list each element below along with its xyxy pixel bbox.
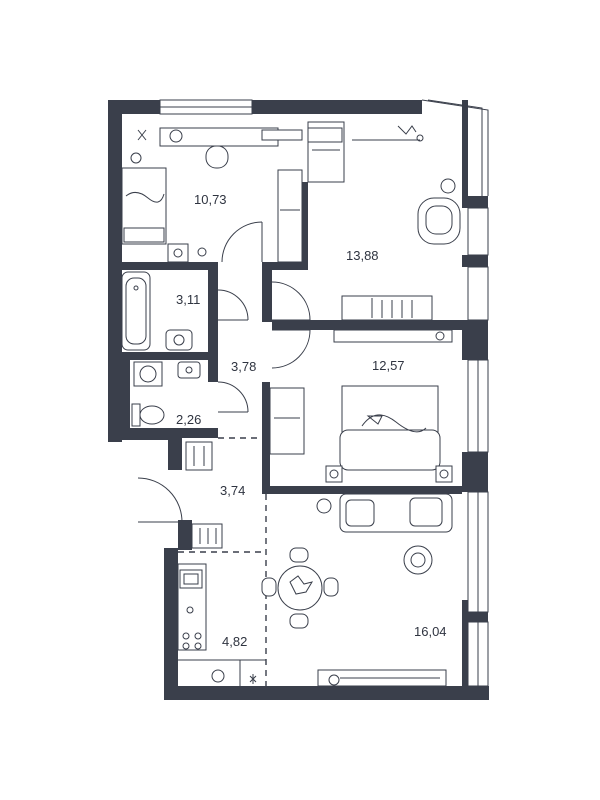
shelf: [333, 329, 453, 343]
area-hall: 3,74: [220, 483, 245, 498]
doors: [137, 221, 311, 523]
area-living-room: 16,04: [414, 624, 447, 639]
interior-walls: [120, 182, 468, 494]
hall-furniture: [185, 387, 305, 549]
toilet-bowl: [139, 405, 165, 425]
area-bedroom-middle: 12,57: [372, 358, 405, 373]
sink: [165, 329, 193, 351]
area-labels: 10,73 13,88 3,11 3,78 12,57 2,26 3,74 4,…: [176, 192, 447, 649]
large-bedroom-furniture: [307, 121, 461, 321]
toilet-fixtures: [131, 361, 201, 427]
area-bedroom-small: 10,73: [194, 192, 227, 207]
nightstand: [435, 465, 453, 483]
plant: [403, 545, 433, 575]
area-corridor: 3,78: [231, 359, 256, 374]
wardrobe: [277, 169, 303, 263]
chair: [323, 577, 339, 597]
hall-cabinet: [191, 523, 223, 549]
zone-boundaries: [178, 437, 267, 686]
shoe-cabinet: [185, 441, 213, 471]
chair: [205, 145, 229, 169]
dining-table: [277, 565, 323, 611]
chair: [289, 613, 309, 629]
nightstand: [325, 465, 343, 483]
area-toilet: 2,26: [176, 412, 201, 427]
small-bedroom-furniture: [121, 127, 303, 263]
dresser: [341, 295, 433, 321]
area-kitchen: 4,82: [222, 634, 247, 649]
kitchen-furniture: [177, 563, 266, 686]
bookshelf: [261, 129, 303, 141]
hand-sink: [177, 361, 201, 379]
area-bathroom: 3,11: [176, 292, 200, 307]
chair: [289, 547, 309, 563]
middle-bedroom-furniture: [325, 329, 453, 483]
bathroom-fixtures: [121, 271, 193, 351]
chair: [261, 577, 277, 597]
living-room-furniture: [261, 493, 453, 687]
toilet-tank: [131, 403, 141, 427]
area-bedroom-large: 13,88: [346, 248, 379, 263]
nightstand: [167, 243, 189, 263]
windows: [159, 99, 489, 687]
wardrobe: [269, 387, 305, 455]
